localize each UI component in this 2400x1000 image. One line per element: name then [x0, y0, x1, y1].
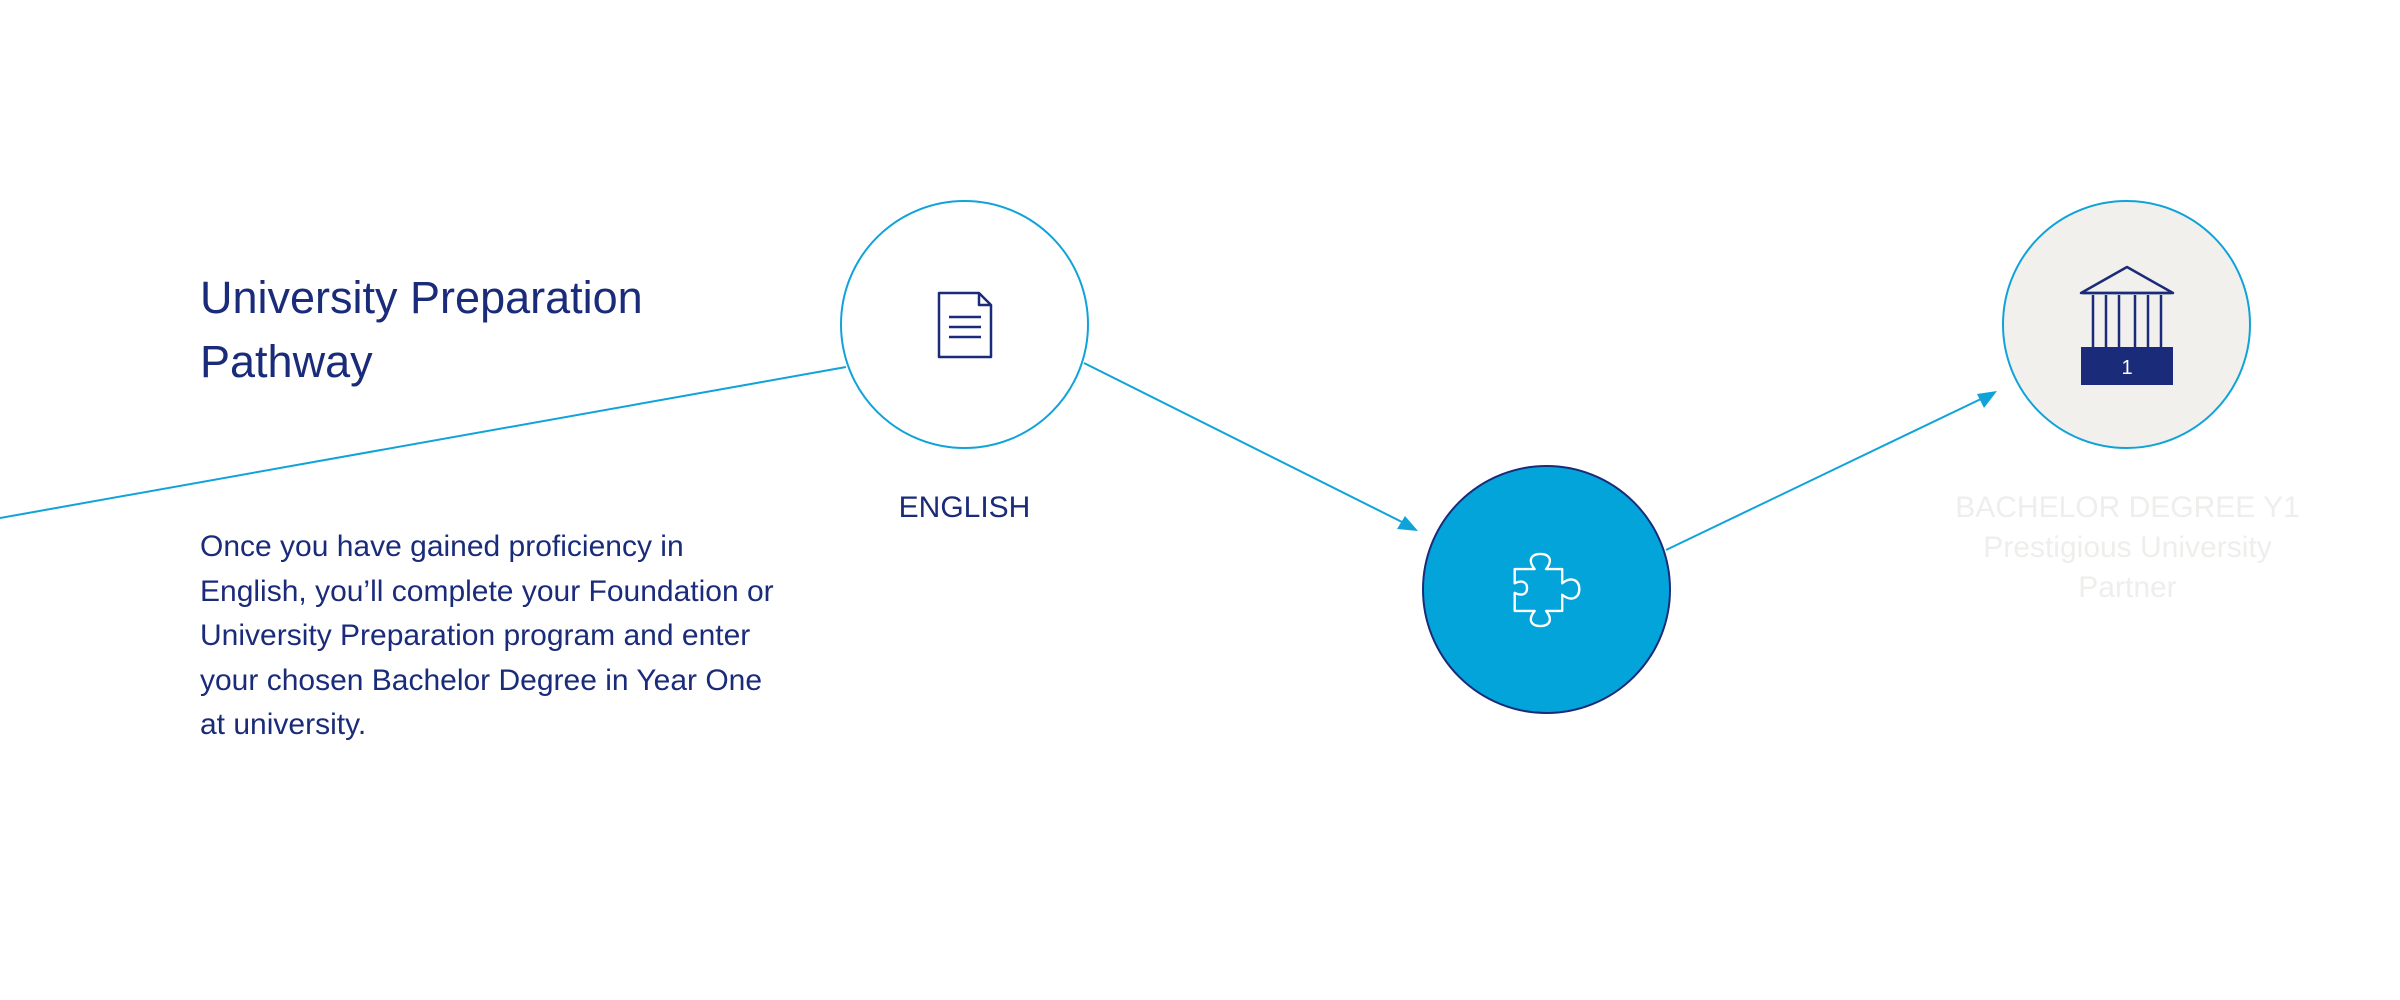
university-building-icon: 1 — [2079, 265, 2174, 385]
english-step-label: ENGLISH — [898, 491, 1031, 524]
english-to-foundation-arrow-line — [1083, 362, 1405, 524]
pathway-description: Once you have gained proficiency in Engl… — [200, 530, 774, 741]
document-icon — [937, 291, 992, 358]
foundation-step-node[interactable] — [1422, 465, 1671, 714]
bachelor-step-label-line3: Partner — [2078, 571, 2177, 604]
bachelor-step-label-line1: BACHELOR DEGREE Y1 — [1955, 491, 2300, 524]
bachelor-step-node[interactable]: 1 — [2002, 200, 2251, 449]
puzzle-piece-icon — [1513, 552, 1580, 627]
bachelor-step-label-line2: Prestigious University — [1983, 531, 2272, 564]
degree-year-badge: 1 — [2121, 357, 2132, 379]
english-to-foundation-arrowhead — [1397, 516, 1418, 531]
bachelor-step-label: BACHELOR DEGREE Y1 Prestigious Universit… — [1950, 488, 2305, 608]
foundation-to-bachelor-arrow-line — [1665, 397, 1984, 551]
foundation-to-bachelor-arrowhead — [1977, 391, 1997, 408]
page-title: University Preparation Pathway — [200, 272, 643, 387]
english-step-node[interactable] — [840, 200, 1089, 449]
entry-connector-line — [0, 366, 847, 519]
